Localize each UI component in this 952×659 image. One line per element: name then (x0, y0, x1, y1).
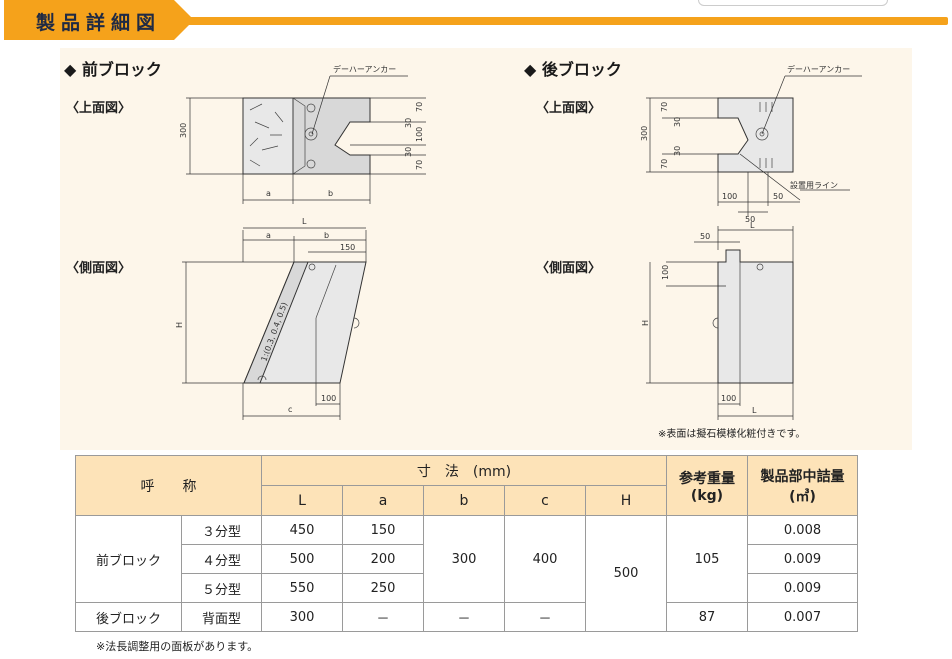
col-dims: 寸 法 (mm) (261, 455, 667, 486)
type-cell: ３分型 (181, 515, 262, 545)
header-line (180, 17, 948, 25)
a-cell: － (342, 602, 424, 632)
rear-side-view: L 50 100 H 100 L (641, 221, 794, 420)
fill-cell: 0.009 (747, 544, 858, 574)
col-a: a (342, 485, 424, 516)
front-dim-a: a (266, 189, 271, 198)
front-side-view: 1:(0.3, 0.4, 0.5) L a b 150 H 100 c (175, 217, 367, 420)
type-cell: 背面型 (181, 602, 262, 632)
rear-dim-50c: 50 (700, 232, 710, 241)
front-dim-L: L (302, 217, 307, 226)
col-b: b (423, 485, 505, 516)
rear-surface-note: ※表面は擬石模様化粧付きです。 (658, 427, 805, 440)
rear-dim-30b: 30 (673, 146, 682, 156)
c-cell: － (504, 602, 586, 632)
front-dim-100-bottom: 100 (321, 394, 336, 403)
rear-dim-50b: 50 (745, 215, 755, 224)
L-cell: 450 (261, 515, 343, 545)
col-H: H (585, 485, 667, 516)
b-cell: － (423, 602, 505, 632)
spec-table: 呼 称 寸 法 (mm) 参考重量(kg) 製品部中詰量(㎥) L a b c … (75, 455, 858, 632)
table-row: ４分型 500 200 0.009 (76, 544, 858, 574)
a-cell: 150 (342, 515, 424, 545)
front-dim-70a: 70 (415, 102, 424, 112)
a-cell: 250 (342, 573, 424, 603)
L-cell: 300 (261, 602, 343, 632)
front-dim-100: 100 (415, 127, 424, 142)
rear-dim-70a: 70 (660, 102, 669, 112)
type-cell: ４分型 (181, 544, 262, 574)
col-c: c (504, 485, 586, 516)
rear-side-dim-L: L (750, 221, 755, 230)
rear-bottom-dim-L: L (752, 406, 757, 415)
front-dim-150: 150 (340, 243, 355, 252)
rear-dim-300: 300 (640, 126, 649, 141)
front-dim-30b: 30 (404, 147, 413, 157)
rear-dim-70b: 70 (660, 159, 669, 169)
front-dim-b: b (328, 189, 333, 198)
rear-anchor-label: デーハーアンカー (787, 64, 850, 74)
front-dim-H: H (175, 322, 184, 328)
weight-cell: 105 (666, 515, 748, 603)
col-name: 呼 称 (75, 455, 262, 516)
col-fill: 製品部中詰量(㎥) (747, 455, 858, 516)
front-top-view: デーハーアンカー 300 a b 70 30 100 30 70 (179, 64, 426, 204)
weight-cell: 87 (666, 602, 748, 632)
rear-dim-100-side: 100 (661, 265, 670, 280)
front-top-view-label: 〈上面図〉 (66, 100, 131, 116)
rear-dim-100: 100 (722, 192, 737, 201)
L-cell: 500 (261, 544, 343, 574)
front-dim-30a: 30 (404, 118, 413, 128)
table-row: ５分型 550 250 0.009 (76, 573, 858, 603)
front-dim-c: c (288, 405, 292, 414)
col-L: L (261, 485, 343, 516)
rear-dim-H: H (641, 320, 650, 326)
a-cell: 200 (342, 544, 424, 574)
c-cell: 400 (504, 515, 586, 603)
footnote: ※法長調整用の面板があります。 (96, 640, 259, 653)
col-weight: 参考重量(kg) (666, 455, 748, 516)
rear-dim-50a: 50 (773, 192, 783, 201)
header-tab (4, 0, 194, 40)
rear-install-line-label: 設置用ライン (790, 180, 838, 190)
rear-block-name: 後ブロック (75, 602, 182, 632)
table-row: 前ブロック ３分型 450 150 300 400 500 105 0.008 (75, 515, 858, 632)
front-block-title: ◆ 前ブロック (64, 60, 162, 79)
type-cell: ５分型 (181, 573, 262, 603)
front-block-name: 前ブロック (75, 515, 182, 603)
front-dim-70b: 70 (415, 160, 424, 170)
H-cell: 500 (585, 515, 667, 632)
table-row: 後ブロック 背面型 300 － － － 87 0.007 (75, 602, 858, 632)
rear-top-view-label: 〈上面図〉 (536, 100, 601, 116)
rear-side-view-label: 〈側面図〉 (536, 260, 601, 276)
rear-top-view: デーハーアンカー 設置用ライン 300 70 30 30 70 100 50 5… (640, 64, 862, 224)
b-cell: 300 (423, 515, 505, 603)
page-title: 製品詳細図 (36, 12, 162, 34)
fill-cell: 0.008 (747, 515, 858, 545)
front-side-dim-b: b (324, 231, 329, 240)
product-drawings: ◆ 前ブロック 〈上面図〉 〈側面図〉 デーハーアンカー 300 a b 70 … (64, 60, 862, 440)
fill-cell: 0.009 (747, 573, 858, 603)
rear-block-title: ◆ 後ブロック (524, 60, 622, 79)
fill-cell: 0.007 (747, 602, 858, 632)
L-cell: 550 (261, 573, 343, 603)
front-side-view-label: 〈側面図〉 (66, 260, 131, 276)
front-dim-300: 300 (179, 123, 188, 138)
front-anchor-label: デーハーアンカー (333, 64, 396, 74)
rear-dim-100-bottom: 100 (721, 394, 736, 403)
rear-dim-30a: 30 (673, 117, 682, 127)
front-side-dim-a: a (266, 231, 271, 240)
